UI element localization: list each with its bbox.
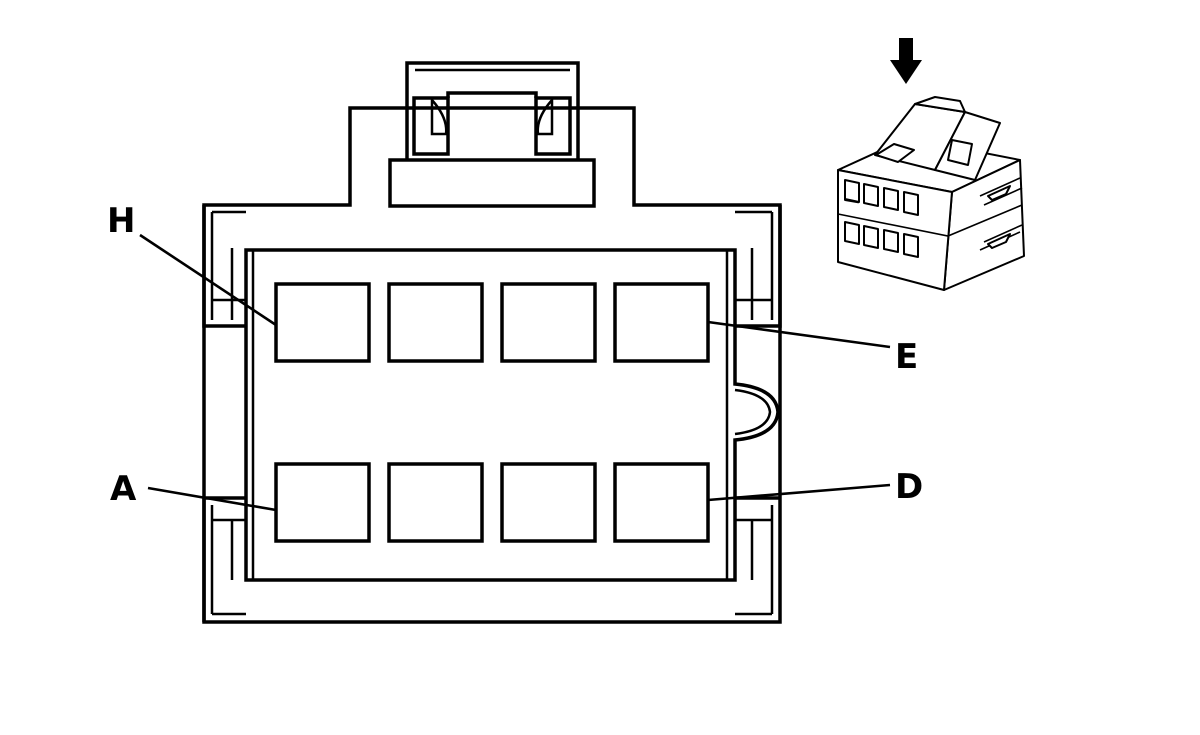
iso-cavity [903,233,919,258]
cavity-b [387,462,484,543]
leader-h [139,233,277,327]
latch-hook-left [412,96,450,156]
iso-cavity [844,179,860,203]
latch-hook-right-detail [536,96,554,136]
iso-cavity [863,225,879,249]
cavity-f [500,282,597,363]
guide-top-right-detail [735,210,774,320]
iso-latch-top [914,96,966,113]
cavity-e [613,282,710,363]
latch-bar [388,158,596,208]
guide-bottom-left [202,496,246,622]
guide-top-left [202,205,246,328]
label-h: H [107,201,135,241]
leader-e [707,320,891,349]
connector-housing [202,106,782,624]
iso-cavity [883,229,899,253]
label-d: D [895,467,923,507]
iso-latch-tab [875,143,915,163]
latch-hook-left-detail [430,96,448,136]
latch-sides [405,108,580,160]
label-a: A [110,469,137,509]
leader-lines [139,233,891,512]
iso-rib-top [987,185,1011,201]
iso-cavity [903,191,919,216]
iso-rib-bottom [987,233,1011,249]
iso-cavity [844,221,860,245]
locking-latch [388,61,596,208]
cavity-c [500,462,597,543]
housing-outline [202,106,782,624]
arrow-down-icon [890,38,922,84]
cavity-g [387,282,484,363]
cavity-h [274,282,371,363]
leader-a [147,486,277,512]
housing-inner-face [244,248,780,582]
side-guides [202,205,782,622]
connector-isometric-icon [837,96,1025,291]
iso-mid-line [837,204,1023,237]
latch-bridge [446,91,538,98]
guide-top-right [735,205,782,328]
iso-side-ribs [979,177,1023,251]
guide-bottom-left-detail [210,505,246,616]
cavity-a [274,462,371,543]
iso-latch-window [947,139,973,166]
cavity-d [613,462,710,543]
polarization-key [734,388,772,436]
cavity-grid [274,282,710,543]
guide-bottom-right-detail [735,505,774,616]
iso-cavity [883,187,899,211]
latch-hook-right [534,96,572,156]
latch-outer [405,61,580,108]
label-e: E [895,337,918,377]
guide-top-left-detail [210,210,246,320]
iso-cavity [863,183,879,207]
leader-d [707,483,891,502]
